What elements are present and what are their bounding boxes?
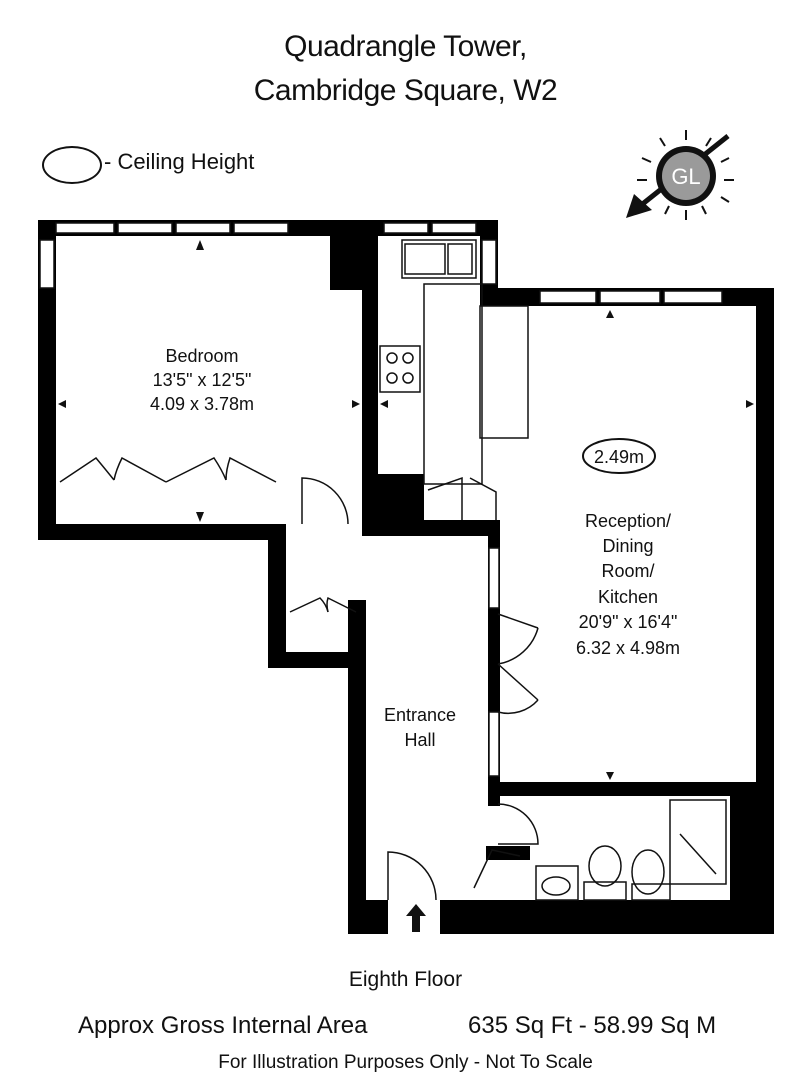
reception-name-line4: Kitchen bbox=[598, 587, 658, 607]
bedroom-name: Bedroom bbox=[165, 346, 238, 366]
disclaimer: For Illustration Purposes Only - Not To … bbox=[218, 1052, 593, 1073]
reception-name-line2: Dining bbox=[602, 536, 653, 556]
entrance-arrow-icon bbox=[406, 904, 426, 932]
walls bbox=[38, 220, 774, 934]
reception-ceiling-height: 2.49m bbox=[594, 447, 644, 467]
bedroom-imperial: 13'5" x 12'5" bbox=[153, 370, 252, 390]
ceiling-height-legend-oval bbox=[42, 146, 102, 184]
property-title-line2: Cambridge Square, W2 bbox=[253, 74, 558, 107]
ceiling-height-oval bbox=[582, 438, 656, 474]
ceiling-height-legend-label: - Ceiling Height bbox=[104, 149, 255, 174]
hall-name-line2: Hall bbox=[404, 730, 435, 750]
floor-label: Eighth Floor bbox=[348, 968, 463, 991]
kitchen-fittings bbox=[379, 239, 529, 485]
dimension-markers bbox=[58, 240, 754, 780]
property-title-line1: Quadrangle Tower, bbox=[284, 30, 527, 63]
reception-metric: 6.32 x 4.98m bbox=[576, 638, 680, 658]
reception-name-line1: Reception/ bbox=[585, 511, 671, 531]
hall-name-line1: Entrance bbox=[384, 705, 456, 725]
compass-badge-text: GL bbox=[671, 164, 700, 189]
bathroom-fittings bbox=[535, 799, 727, 901]
gross-area-value: 635 Sq Ft - 58.99 Sq M bbox=[468, 1012, 717, 1039]
bedroom-metric: 4.09 x 3.78m bbox=[150, 394, 254, 414]
windows bbox=[39, 222, 723, 777]
reception-name-line3: Room/ bbox=[601, 561, 654, 581]
gross-area-label: Approx Gross Internal Area bbox=[78, 1012, 368, 1039]
reception-imperial: 20'9" x 16'4" bbox=[579, 612, 678, 632]
north-arrow-icon: GL bbox=[626, 130, 734, 220]
door-swings bbox=[59, 456, 539, 901]
